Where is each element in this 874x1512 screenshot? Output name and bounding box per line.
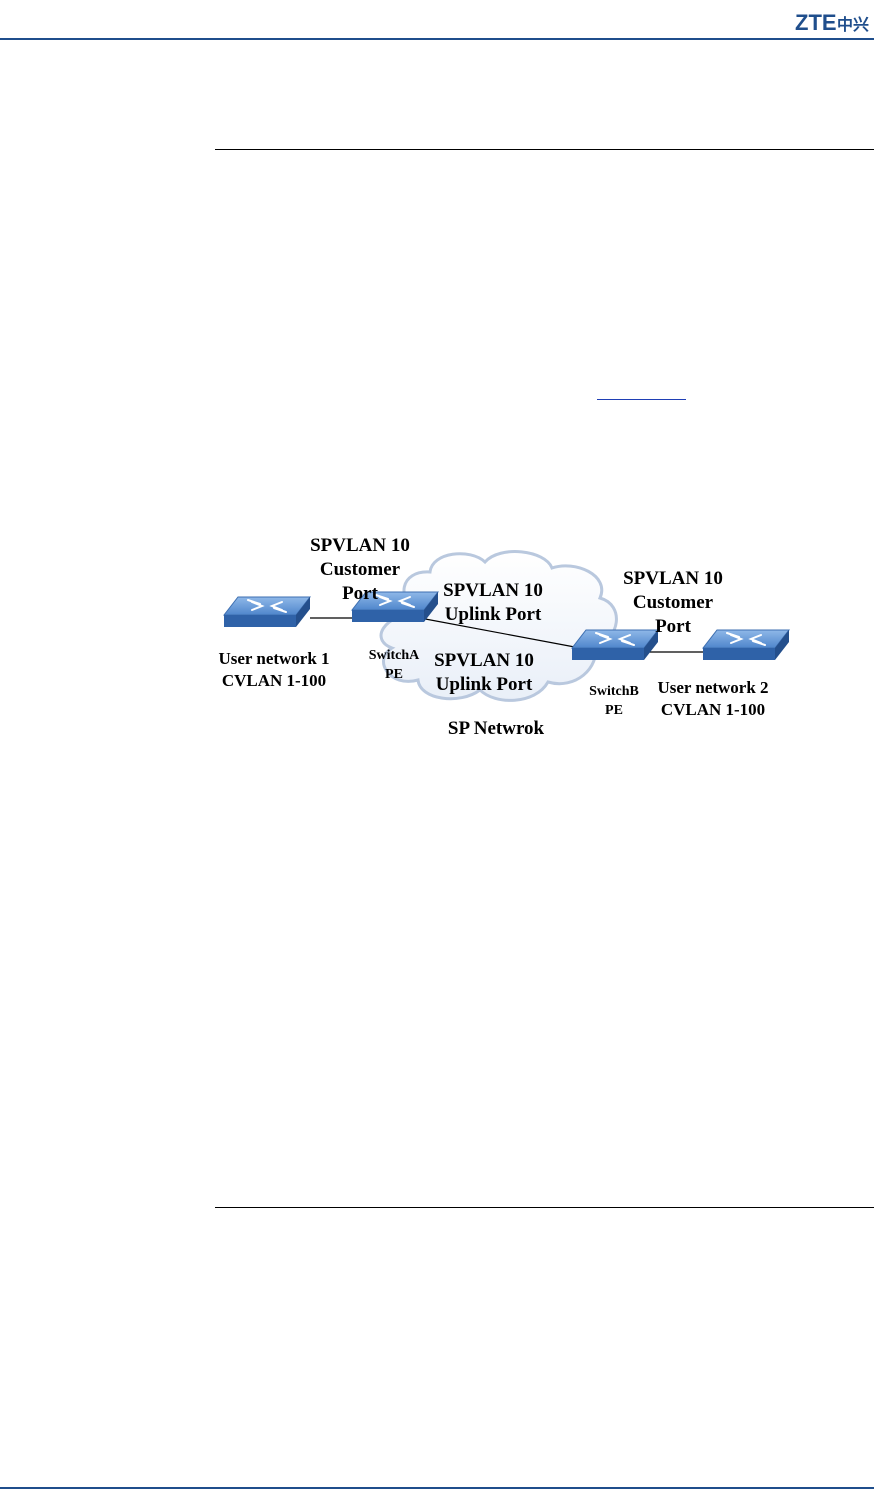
uplink-upper-line2: Uplink Port	[445, 604, 542, 625]
uplink-lower-line2: Uplink Port	[436, 674, 533, 695]
switchB-icon	[571, 629, 659, 661]
section-divider-bottom	[215, 1207, 874, 1208]
user-network-1-switch-icon	[223, 596, 311, 628]
logo-chinese: 中兴	[837, 15, 869, 34]
switchB-name: SwitchB	[589, 684, 639, 699]
switchA-role: PE	[385, 667, 403, 682]
switchB-role: PE	[605, 703, 623, 718]
uplink-upper-line1: SPVLAN 10	[443, 580, 543, 601]
switchB-title-line3: Port	[655, 616, 692, 637]
switchA-name: SwitchA	[369, 648, 420, 663]
footer-rule	[0, 1487, 874, 1489]
switchB-title-line2: Customer	[633, 592, 714, 613]
user-network-2-switch-icon	[702, 629, 790, 661]
switchA-title-line2: Customer	[320, 559, 401, 580]
section-divider-top	[215, 149, 874, 150]
zte-logo: ZTE 中兴	[795, 10, 869, 35]
logo-latin: ZTE	[795, 10, 837, 35]
switchA-title-line3: Port	[342, 583, 379, 604]
user-network-1-name: User network 1	[218, 649, 329, 668]
user-network-2-name: User network 2	[657, 678, 768, 697]
user-network-1-vlan: CVLAN 1-100	[222, 671, 326, 690]
link-switchA-switchB	[419, 617, 581, 649]
header-rule	[0, 38, 874, 40]
hyperlink-underline[interactable]	[597, 399, 686, 400]
sp-network-label: SP Netwrok	[448, 718, 545, 739]
switchA-title-line1: SPVLAN 10	[310, 535, 410, 556]
switchB-title-line1: SPVLAN 10	[623, 568, 723, 589]
user-network-2-vlan: CVLAN 1-100	[661, 700, 765, 719]
spvlan-network-diagram: SPVLAN 10 Customer Port SwitchA PE SPVLA…	[218, 535, 790, 739]
uplink-lower-line1: SPVLAN 10	[434, 650, 534, 671]
